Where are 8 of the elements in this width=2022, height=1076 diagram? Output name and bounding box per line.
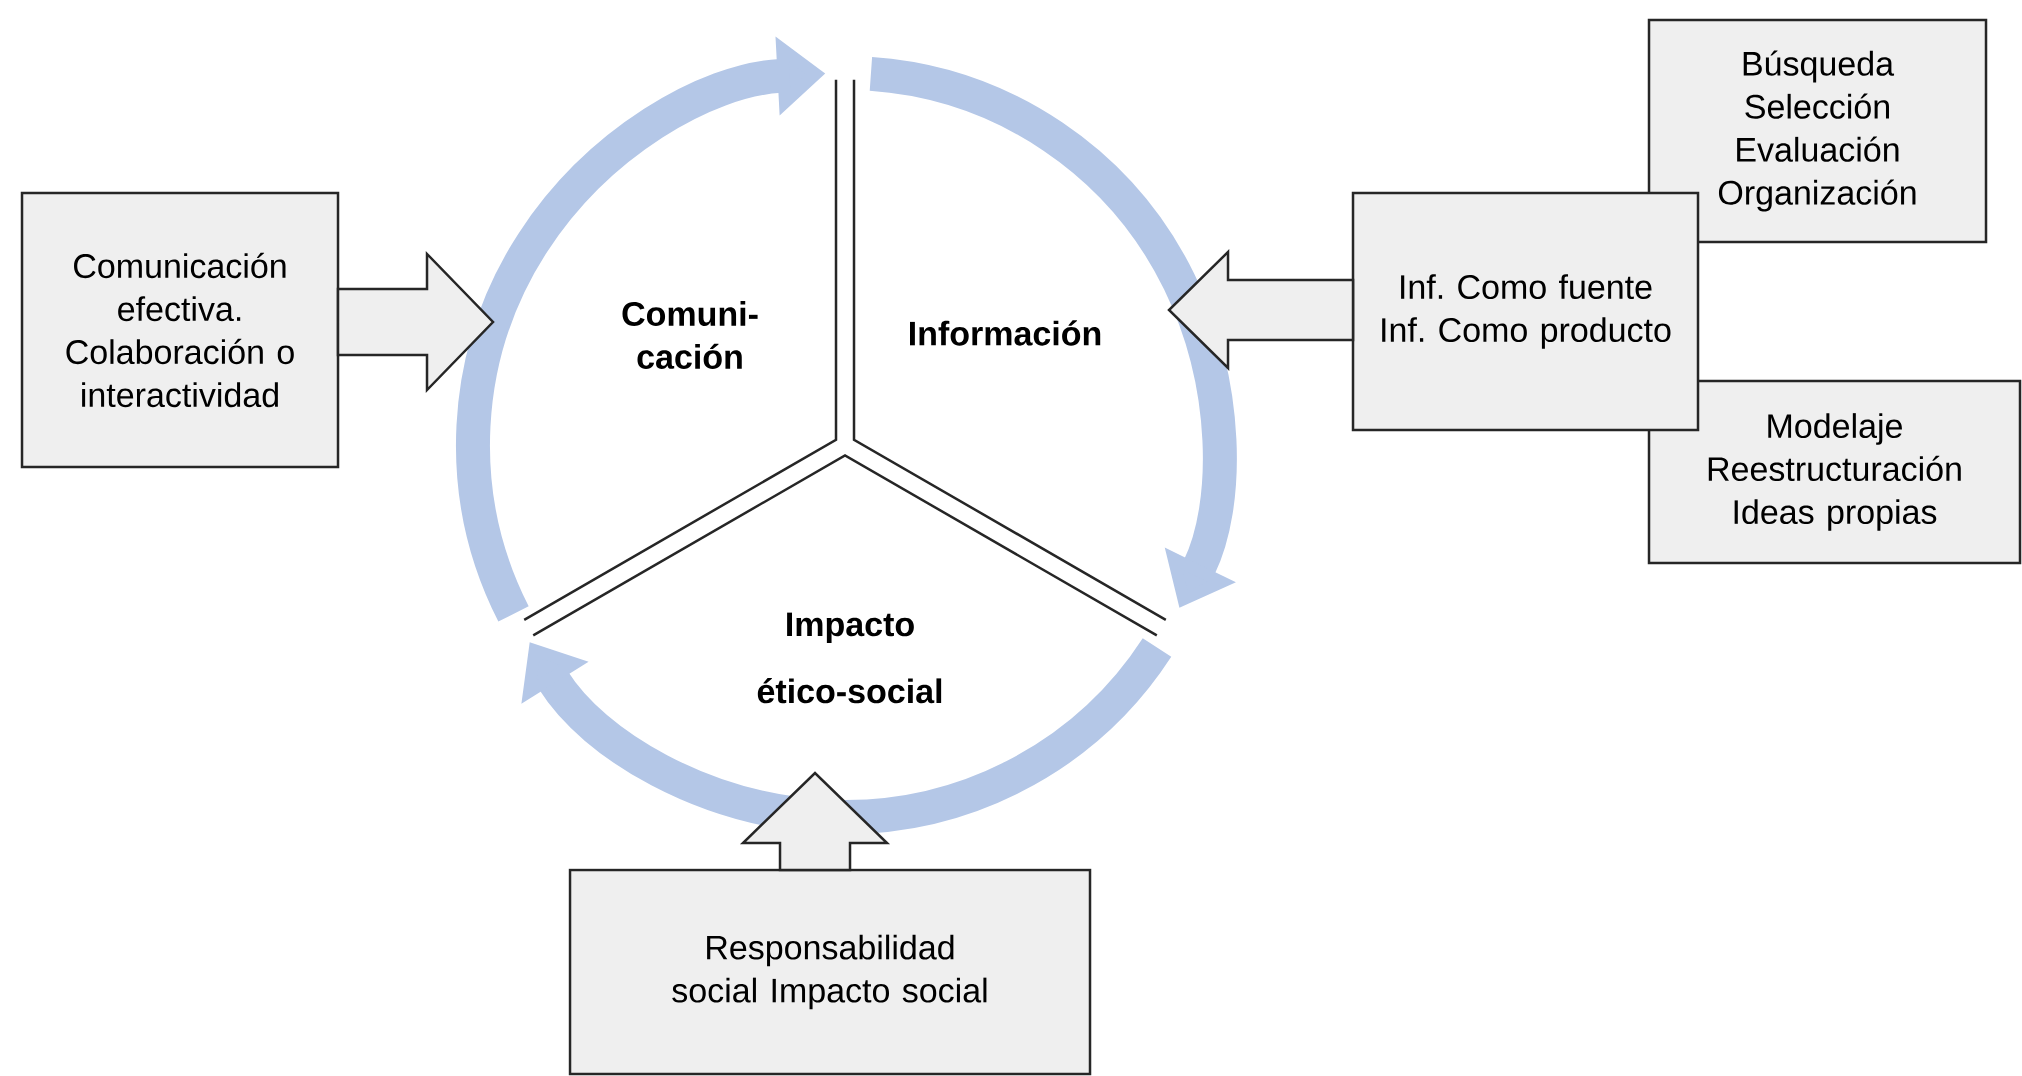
block-arrow: [739, 771, 891, 872]
text-box: Modelaje Reestructuración Ideas propias: [1647, 379, 2022, 565]
text-box: Inf. Como fuente Inf. Como producto: [1351, 191, 1700, 432]
text-box: Comunicación efectiva. Colaboración o interactividad: [20, 191, 340, 469]
block-arrow: [1167, 249, 1355, 371]
block-arrow: [336, 250, 495, 394]
text-box: Búsqueda Selección Evaluación Organización: [1647, 18, 1988, 244]
text-box: Responsabilidad social Impacto social: [568, 868, 1092, 1076]
